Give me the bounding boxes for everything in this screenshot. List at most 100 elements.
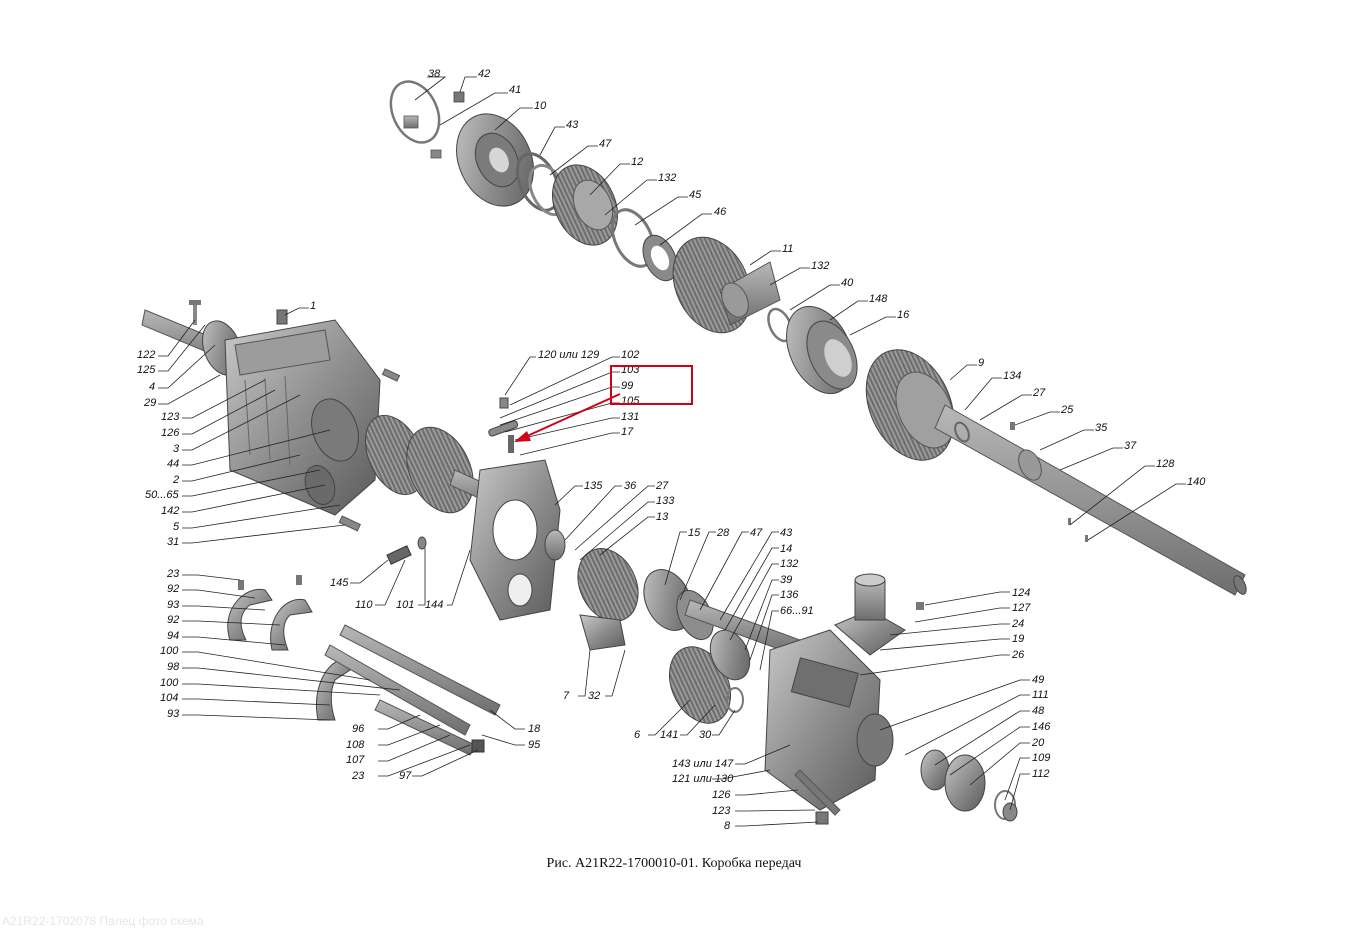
label-47-b: 47 [750,527,763,539]
label-47: 47 [599,138,612,150]
label-10: 10 [534,100,547,112]
part-number-labels: 38 42 41 10 43 47 12 132 45 46 11 132 40… [137,68,1206,832]
label-6: 6 [634,729,641,741]
bolt-122 [189,300,201,325]
label-148: 148 [869,293,888,305]
snap-ring-38 [389,80,441,144]
bolt-123 [794,769,841,825]
plug-1 [276,309,288,325]
gear-9 [865,349,955,461]
label-127: 127 [1012,602,1031,614]
label-143-or-147: 143 или 147 [672,758,734,770]
label-135: 135 [584,480,603,492]
gear-12 [552,164,618,246]
shift-fork-lower [316,659,351,721]
label-39: 39 [780,574,792,586]
label-23-b: 23 [351,770,365,782]
figure-caption: Рис. A21R22-1700010-01. Коробка передач [546,856,802,871]
label-1: 1 [310,300,316,312]
label-44: 44 [167,458,179,470]
ring-30 [726,687,744,713]
label-126: 126 [161,427,180,439]
label-8: 8 [724,820,731,832]
label-50-65: 50...65 [145,489,180,501]
label-37: 37 [1124,440,1137,452]
label-4: 4 [149,381,155,393]
label-93-b: 93 [167,708,180,720]
output-shaft-37 [934,404,1247,596]
label-136: 136 [780,589,799,601]
label-45: 45 [689,189,702,201]
flange-20 [920,749,1018,822]
gearbox-housing-3 [224,319,381,516]
upper-shaft-assembly [389,80,1247,596]
washer-46 [642,234,678,282]
gear-6 [669,629,751,724]
highlight-callout [514,365,693,442]
label-124: 124 [1012,587,1030,599]
label-105: 105 [621,395,640,407]
label-28: 28 [716,527,730,539]
blocking-ring-43 [515,152,561,212]
highlight-box [610,365,693,405]
label-17: 17 [621,426,634,438]
label-29: 29 [143,397,156,409]
label-132: 132 [658,172,676,184]
label-27: 27 [1032,387,1046,399]
label-14: 14 [780,543,792,555]
highlight-arrow-shaft [524,393,621,438]
label-24: 24 [1011,618,1024,630]
label-108: 108 [346,739,365,751]
label-13: 13 [656,511,669,523]
label-123: 123 [161,411,180,423]
label-133: 133 [656,495,675,507]
gear-11 [672,236,781,334]
label-38: 38 [428,68,441,80]
label-145: 145 [330,577,349,589]
label-7: 7 [563,690,570,702]
label-25: 25 [1060,404,1074,416]
watermark-text: A21R22-1702078 Палец фото схема [2,914,204,928]
label-112: 112 [1032,768,1050,780]
shift-fork-left [227,575,313,651]
label-99: 99 [621,380,633,392]
highlight-arrow-head [514,431,531,442]
pin-42 [453,91,465,103]
label-96: 96 [352,723,365,735]
synchronizer-15 [643,569,714,641]
gear-13 [577,548,639,622]
label-66-91: 66...91 [780,605,814,617]
label-32: 32 [588,690,600,702]
leader-lines [158,76,1186,827]
label-102: 102 [621,349,639,361]
label-100: 100 [160,645,179,657]
label-43: 43 [566,119,579,131]
bolt-124 [916,602,924,610]
label-2: 2 [172,474,179,486]
label-104: 104 [160,692,178,704]
label-144: 144 [425,599,443,611]
label-48: 48 [1032,705,1045,717]
label-92: 92 [167,583,179,595]
label-11: 11 [782,243,793,255]
label-109: 109 [1032,752,1050,764]
bracket-7 [579,614,626,651]
label-31: 31 [167,536,179,548]
label-141: 141 [660,729,678,741]
label-20: 20 [1031,737,1045,749]
rear-housing-assembly [764,573,1018,825]
label-97: 97 [399,770,412,782]
synchronizer-16 [786,305,858,395]
label-26: 26 [1011,649,1025,661]
label-40: 40 [841,277,854,289]
label-46: 46 [714,206,727,218]
cover-24 [834,573,906,656]
label-23: 23 [166,568,180,580]
label-27-b: 27 [655,480,669,492]
label-9: 9 [978,357,984,369]
sensor-145 [386,536,427,565]
label-43-b: 43 [780,527,793,539]
label-121-or-130: 121 или 130 [672,773,734,785]
pin-17-group [488,397,519,453]
label-100-b: 100 [160,677,179,689]
